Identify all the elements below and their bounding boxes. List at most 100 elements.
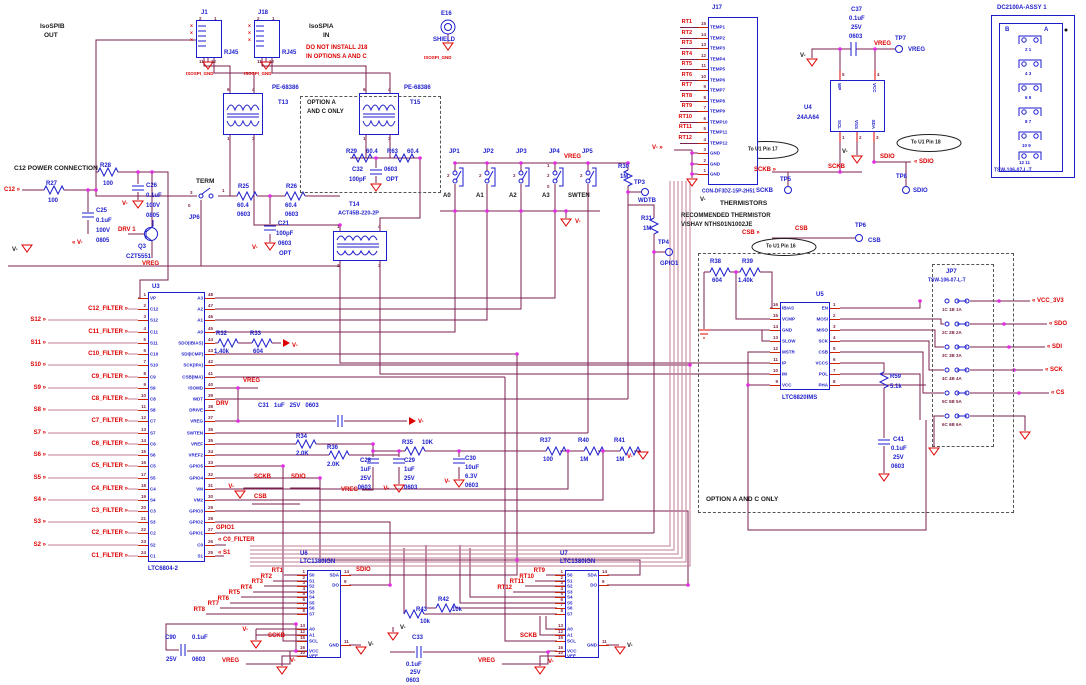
u6-ltc1380-pinnum-12: 12 xyxy=(299,629,305,634)
j17-con-pin-gnd: GND xyxy=(710,171,720,177)
u3-ltc6804-pin-c3: C3 xyxy=(150,508,156,514)
u5-ltc6820-pin-ip: IP xyxy=(782,360,787,366)
u7-ltc1380-pin-s0: S0 xyxy=(567,572,573,578)
u6-ltc1380-pinnum-9: 9 xyxy=(344,579,347,584)
u7-ltc1380-pin-vcc: VCC xyxy=(567,648,577,654)
lbl-1-40k-190: 1.40k xyxy=(214,349,230,355)
lbl-1-20: 1 xyxy=(272,15,275,21)
lbl-sdo-254: « SDO xyxy=(1049,321,1068,327)
j17-con-pin-temp5: TEMP5 xyxy=(710,66,726,72)
u3-ltc6804-pin-30-stub xyxy=(205,500,215,501)
lbl-dc2100a-assy-1-154: DC2100A-ASSY 1 xyxy=(997,5,1047,11)
u3-ltc6804-pin-45-stub xyxy=(205,332,215,333)
u4-eeprom-pin-sda: SDA xyxy=(871,119,876,129)
lbl-r28-77: R28 xyxy=(100,163,112,169)
lbl-1-40k-236: 1.40k xyxy=(738,278,754,284)
j17-con-pin-7-stub xyxy=(698,111,708,112)
u6-ltc1380-pinnum-1: 1 xyxy=(302,569,305,574)
u3-ltc6804-pin-5-stub xyxy=(138,343,148,344)
j17-con-pin-11-stub xyxy=(698,69,708,70)
lbl-60-4-44: 60.4 xyxy=(366,149,378,155)
u3-ltc6804-pin-32-stub xyxy=(205,478,215,479)
j17-con-body xyxy=(708,17,758,185)
u7-ltc1380-pin-14-stub xyxy=(599,575,609,576)
u3-ltc6804-pinnum-43: 43 xyxy=(208,348,214,353)
lbl-vishay-nths01n1002je-127: VISHAY NTHS01N1002JE xyxy=(681,222,753,228)
u6-ltc1380-pinnum-16: 16 xyxy=(299,645,305,650)
lbl-rt2-262: RT2 xyxy=(260,574,272,580)
u7-ltc1380-pin-8-stub xyxy=(555,614,565,615)
j17-con-pin-temp9: TEMP9 xyxy=(710,108,726,114)
lbl-s12-176: S12 » xyxy=(30,317,46,323)
u3-ltc6804-pin-8-stub xyxy=(138,377,148,378)
lbl-vreg-194: VREG xyxy=(243,378,261,384)
lbl-vreg-271: VREG xyxy=(222,658,240,664)
u3-ltc6804-pin-26-stub xyxy=(205,545,215,546)
lbl-u5-237: U5 xyxy=(816,292,824,298)
lbl-25v-210: 25V xyxy=(404,476,415,482)
lbl-opt-65: OPT xyxy=(279,251,292,257)
u7-ltc1380-pinnum-10: 10 xyxy=(557,650,563,655)
lbl-1-16: 1 xyxy=(214,15,217,21)
u6-ltc1380-pinnum-2: 2 xyxy=(302,575,305,580)
lbl-604-234: 604 xyxy=(712,278,723,284)
u3-ltc6804-pin-s12: S12 xyxy=(150,317,159,323)
j17-con-ext-rt5: RT5 xyxy=(681,61,692,67)
u6-ltc1380-pinnum-14: 14 xyxy=(344,569,350,574)
u5-ltc6820-pinnum-4: 4 xyxy=(833,335,836,340)
j17-con-ext-rt11: RT11 xyxy=(678,124,692,130)
u3-ltc6804-pin-38-stub xyxy=(205,410,215,411)
u7-ltc1380-pinnum-14: 14 xyxy=(602,569,608,574)
j17-con-pinnum-13: 13 xyxy=(700,42,706,47)
lbl-r40-228: R40 xyxy=(578,438,590,444)
u5-ltc6820-pinnum-15: 15 xyxy=(772,313,778,318)
u4-eeprom-pin-vcc: VCC xyxy=(872,83,877,93)
u7-ltc1380-pin-7-stub xyxy=(555,608,565,609)
lbl-4c-4b-4a-250: 4C 4B 4A xyxy=(942,375,962,381)
u7-ltc1380-pin-a1: A1 xyxy=(567,632,573,638)
u3-ltc6804-pinnum-14: 14 xyxy=(140,438,146,443)
u5-ltc6820-pin-mosi: MOSI xyxy=(816,316,828,322)
lbl-isospi-gnd-10: ISOSPI_GND xyxy=(424,54,452,60)
lbl-0-53: 0 xyxy=(188,202,191,208)
u7-ltc1380-pin-16-stub xyxy=(555,651,565,652)
lbl-c30-212: C30 xyxy=(465,456,477,462)
lbl-x-27: × xyxy=(248,30,251,37)
lbl-a2-102: A2 xyxy=(509,193,517,199)
u3-ltc6804-pin-31-stub xyxy=(205,489,215,490)
lbl-opt-50: OPT xyxy=(386,177,399,183)
j17-con-pinnum-8: 8 xyxy=(703,95,706,100)
lbl-2-109: 2 xyxy=(580,172,583,178)
u3-ltc6804-pinnum-42: 42 xyxy=(208,359,214,364)
j17-con-pin-gnd: GND xyxy=(710,161,720,167)
lbl-r34-200: R34 xyxy=(296,434,308,440)
lbl-r32-189: R32 xyxy=(216,331,228,337)
lbl-r39-235: R39 xyxy=(742,259,754,265)
u3-ltc6804-pin-6-stub xyxy=(138,354,148,355)
lbl-r38-233: R38 xyxy=(710,259,722,265)
lbl-c10-filter-166: C10_FILTER » xyxy=(88,351,128,357)
u3-ltc6804-pinnum-17: 17 xyxy=(140,472,146,477)
u7-ltc1380-pin-s5: S5 xyxy=(567,600,573,606)
lbl-a-156: A xyxy=(1044,27,1049,33)
u7-ltc1380-pin-5-stub xyxy=(555,597,565,598)
lbl-r35-198: R35 xyxy=(402,440,414,446)
lbl-3c-3b-3a-249: 3C 3B 3A xyxy=(942,352,962,358)
lbl-1-110: 1 xyxy=(547,162,550,168)
u5-ltc6820-pin-2-stub xyxy=(830,319,840,320)
lbl-jp4-97: JP4 xyxy=(549,149,560,155)
u3-ltc6804-pinnum-41: 41 xyxy=(208,371,214,376)
u3-ltc6804-pin-c0: C0 xyxy=(197,542,203,548)
j17-con-pin-1-stub xyxy=(698,174,708,175)
j17-con-pin-3-stub xyxy=(698,153,708,154)
lbl-vreg-93: VREG xyxy=(142,261,160,267)
u5-ltc6820-pinnum-9: 9 xyxy=(775,379,778,384)
lbl-r43-287: R43 xyxy=(416,607,428,613)
u3-ltc6804-pinnum-16: 16 xyxy=(140,460,146,465)
u5-ltc6820-pinnum-16: 16 xyxy=(772,302,778,307)
lbl-c41-241: C41 xyxy=(893,437,905,443)
lbl-option-a-33: OPTION A xyxy=(307,100,336,106)
u3-ltc6804-pinnum-30: 30 xyxy=(208,494,214,499)
u3-ltc6804-pinnum-26: 26 xyxy=(208,539,214,544)
u3-ltc6804-pin-vreg: VREG xyxy=(190,418,203,424)
